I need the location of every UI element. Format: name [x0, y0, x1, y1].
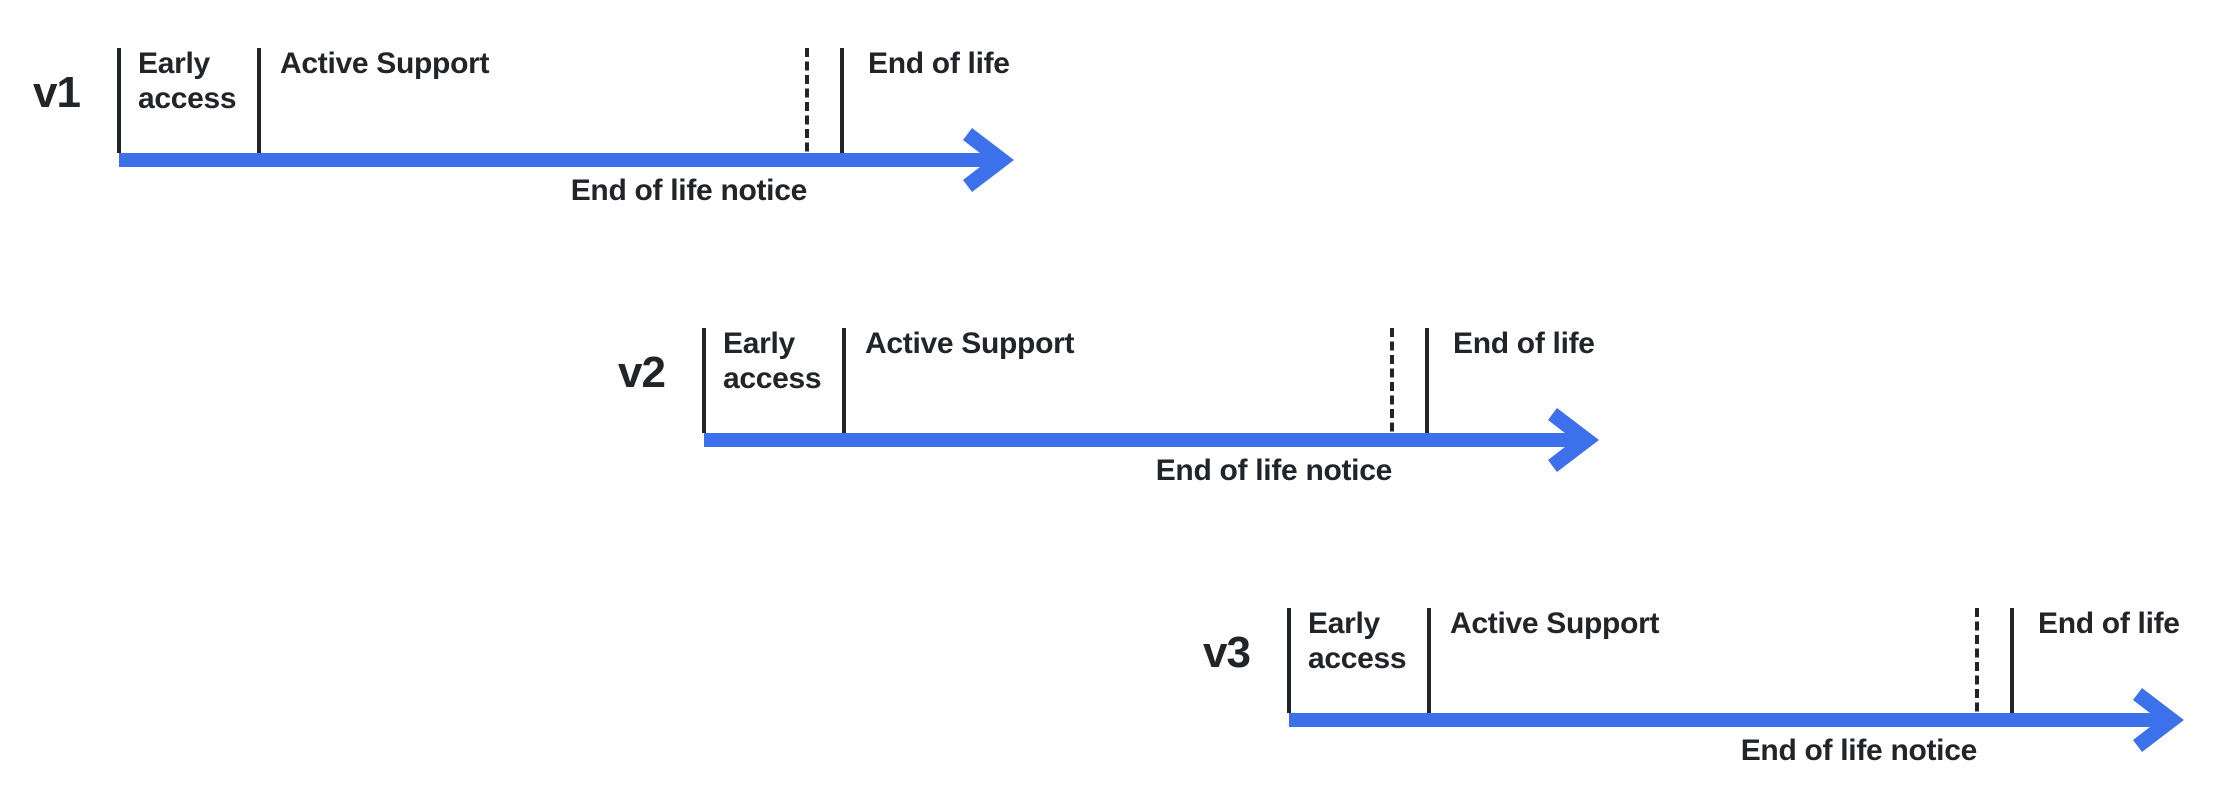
timeline-graphic: [117, 48, 1014, 192]
phase-label-active-support: Active Support: [280, 47, 490, 80]
timeline-graphic: [1287, 608, 2184, 752]
timeline-arrow-shaft: [704, 433, 1576, 447]
phase-label-end-of-life: End of life: [1453, 327, 1595, 360]
eol-notice-label: End of life notice: [570, 174, 808, 207]
version-label: v1: [33, 68, 81, 117]
arrow-head-icon: [963, 128, 1014, 192]
phase-label-early-access: Early access: [723, 327, 822, 395]
arrow-head-icon: [2133, 688, 2184, 752]
timeline-graphic: [702, 328, 1599, 472]
phase-label-early-access: Early access: [138, 47, 237, 115]
timeline-arrow-shaft: [119, 153, 991, 167]
phase-label-active-support: Active Support: [865, 327, 1075, 360]
timeline-v1: v1 Early access Active Support End of li…: [33, 47, 1043, 228]
version-label: v2: [618, 348, 666, 397]
timeline-v2: v2 Early access Active Support End of li…: [618, 327, 1628, 508]
timeline-arrow-shaft: [1289, 713, 2161, 727]
phase-label-early-access: Early access: [1308, 607, 1407, 675]
eol-notice-label: End of life notice: [1740, 734, 1978, 767]
phase-label-end-of-life: End of life: [2038, 607, 2180, 640]
eol-notice-label: End of life notice: [1155, 454, 1393, 487]
version-label: v3: [1203, 628, 1251, 677]
timeline-v3: v3 Early access Active Support End of li…: [1203, 607, 2213, 788]
arrow-head-icon: [1548, 408, 1599, 472]
phase-label-active-support: Active Support: [1450, 607, 1660, 640]
phase-label-end-of-life: End of life: [868, 47, 1010, 80]
